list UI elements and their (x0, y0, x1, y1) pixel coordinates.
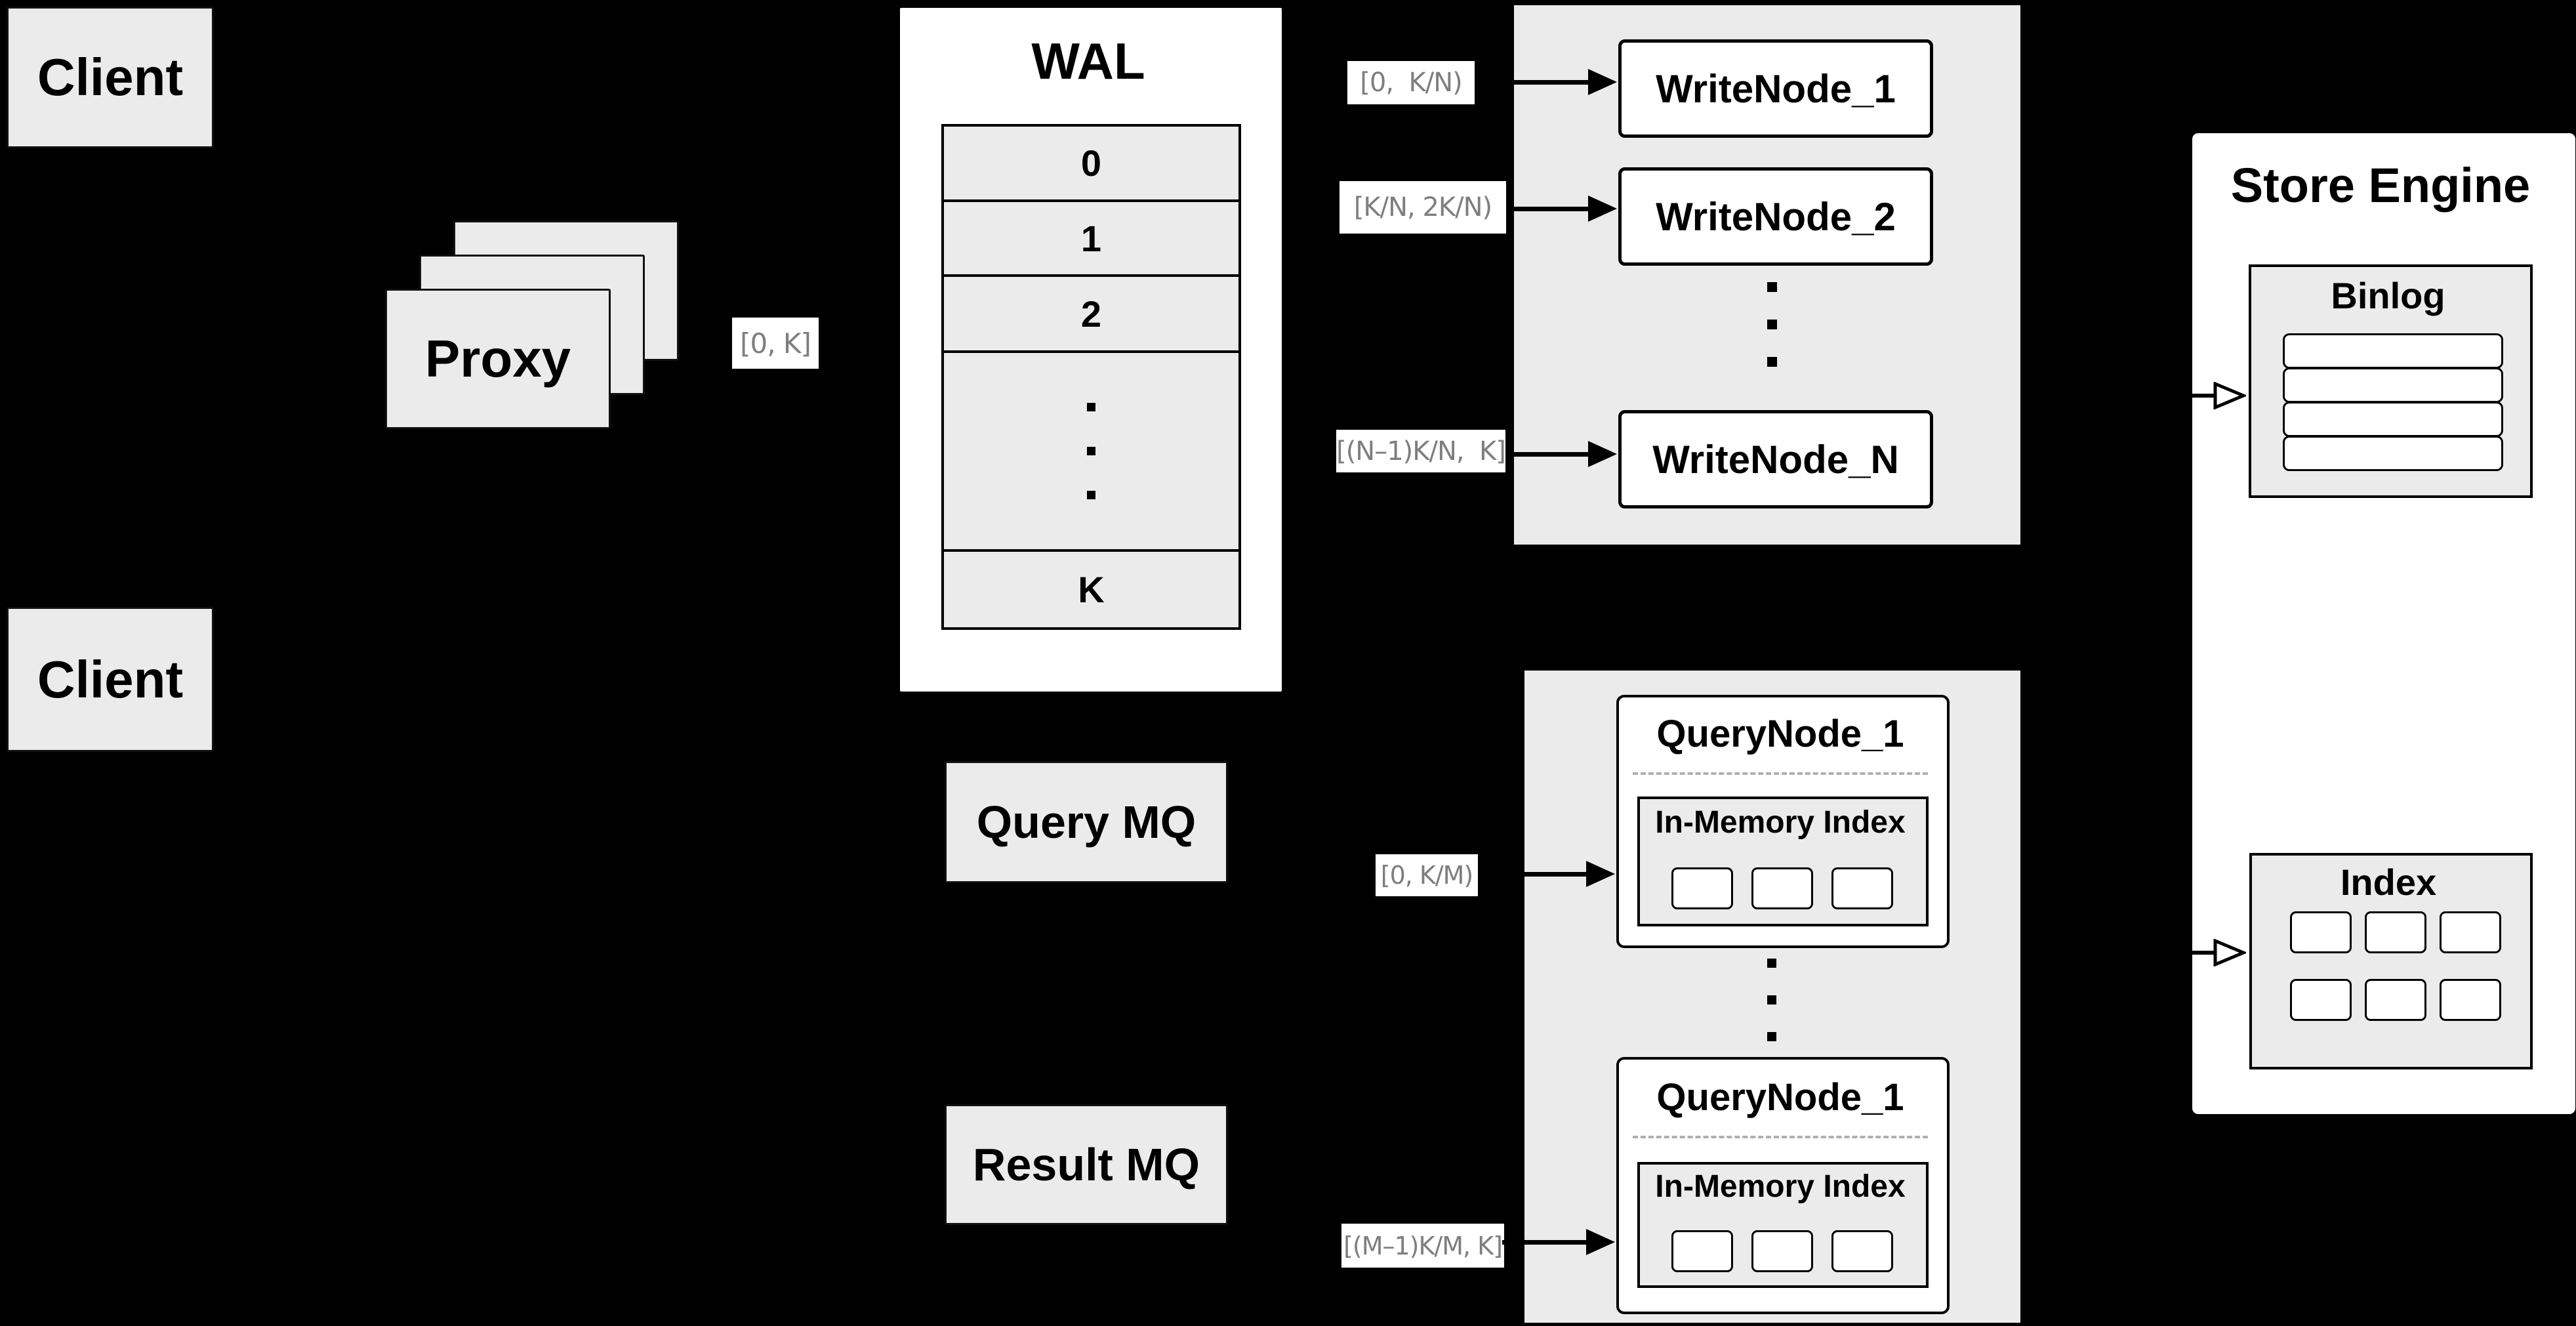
arrow-to-querynode-1 (1502, 872, 1586, 877)
wal-title: WAL (1031, 32, 1145, 90)
write-node-2: WriteNode_2 (1618, 167, 1933, 266)
binlog-row-icon (2283, 367, 2503, 403)
index-segment-icon (2365, 911, 2426, 953)
client-bottom-label: Client (37, 650, 184, 709)
query-node-1-title: QueryNode_1 (1656, 713, 1904, 755)
wal-row-2: 2 (944, 277, 1238, 353)
write-node-n-label: WriteNode_N (1652, 437, 1899, 482)
query-node-1-separator (1633, 772, 1928, 775)
index-segment-icon (2440, 911, 2501, 953)
wal-row-2-label: 2 (1080, 293, 1102, 335)
query-node-2-title: QueryNode_1 (1656, 1076, 1904, 1119)
arrowhead-querynode-1-icon (1586, 861, 1615, 887)
arrow-to-writenode-1 (1509, 80, 1588, 85)
memory-segment-icon (1751, 867, 1813, 909)
wal-row-k: K (944, 552, 1238, 627)
arrow-to-writenode-2 (1509, 207, 1588, 211)
arrowhead-querynode-2-icon (1586, 1229, 1615, 1255)
write-node-n: WriteNode_N (1618, 410, 1933, 508)
index-segment-icon (2365, 979, 2426, 1021)
store-engine-title: Store Engine (2230, 158, 2531, 213)
arrowhead-writenode-2-icon (1588, 196, 1617, 222)
wal-row-0: 0 (944, 127, 1238, 202)
proxy-label: Proxy (424, 329, 571, 388)
binlog-row-icon (2283, 436, 2503, 471)
arrow-to-index (2145, 951, 2215, 955)
proxy-box-front: Proxy (385, 289, 611, 429)
result-mq-box: Result MQ (945, 1104, 1228, 1225)
in-memory-index-title-1: In-Memory Index (1655, 805, 1906, 840)
index-panel (2249, 853, 2533, 1069)
open-arrowhead-binlog-icon (2213, 382, 2246, 409)
query-nodes-ellipsis-icon (1767, 959, 1776, 1041)
wal-row-1: 1 (944, 202, 1238, 277)
write-range-label-n: [(N–1)K/N, K] (1336, 430, 1506, 472)
write-range-label-2: [K/N, 2K/N) (1339, 181, 1506, 234)
index-title: Index (2340, 861, 2437, 903)
arrow-to-writenode-n (1509, 452, 1588, 457)
client-box-bottom: Client (7, 607, 214, 752)
binlog-title: Binlog (2331, 275, 2445, 316)
arrowhead-writenode-n-icon (1588, 441, 1617, 467)
memory-segment-icon (1831, 867, 1893, 909)
wal-row-ellipsis (944, 353, 1238, 552)
wal-row-k-label: K (1078, 569, 1105, 610)
client-top-label: Client (37, 48, 184, 106)
index-segment-icon (2440, 979, 2501, 1021)
memory-segment-icon (1671, 867, 1733, 909)
result-mq-label: Result MQ (972, 1139, 1200, 1190)
query-range-label-1: [0, K/M) (1376, 854, 1478, 896)
memory-segment-icon (1751, 1230, 1813, 1272)
query-mq-box: Query MQ (945, 761, 1228, 883)
memory-segment-icon (1671, 1230, 1733, 1272)
arrowhead-writenode-1-icon (1588, 69, 1617, 95)
wal-row-0-label: 0 (1080, 142, 1102, 184)
write-node-1-label: WriteNode_1 (1656, 66, 1896, 111)
write-node-2-label: WriteNode_2 (1656, 194, 1896, 239)
open-arrowhead-index-icon (2213, 939, 2246, 966)
index-segment-icon (2290, 979, 2352, 1021)
binlog-row-icon (2283, 402, 2503, 437)
write-range-label-1: [0, K/N) (1347, 61, 1475, 104)
write-nodes-ellipsis-icon (1767, 282, 1777, 367)
query-node-2-separator (1633, 1136, 1928, 1138)
index-segment-icon (2290, 911, 2352, 953)
client-box-top: Client (7, 7, 214, 148)
arrow-to-binlog (2145, 394, 2215, 398)
proxy-range-label: [0, K] (732, 318, 819, 369)
binlog-row-icon (2283, 333, 2503, 369)
wal-table: 0 1 2 K (941, 124, 1241, 630)
in-memory-index-title-2: In-Memory Index (1655, 1169, 1906, 1204)
vertical-ellipsis-icon (1087, 403, 1095, 499)
memory-segment-icon (1831, 1230, 1893, 1272)
query-mq-label: Query MQ (976, 797, 1196, 848)
query-range-label-m: [(M–1)K/M, K] (1341, 1224, 1504, 1268)
write-node-1: WriteNode_1 (1618, 39, 1933, 138)
wal-row-1-label: 1 (1080, 217, 1102, 259)
arrow-to-querynode-2 (1502, 1240, 1586, 1245)
